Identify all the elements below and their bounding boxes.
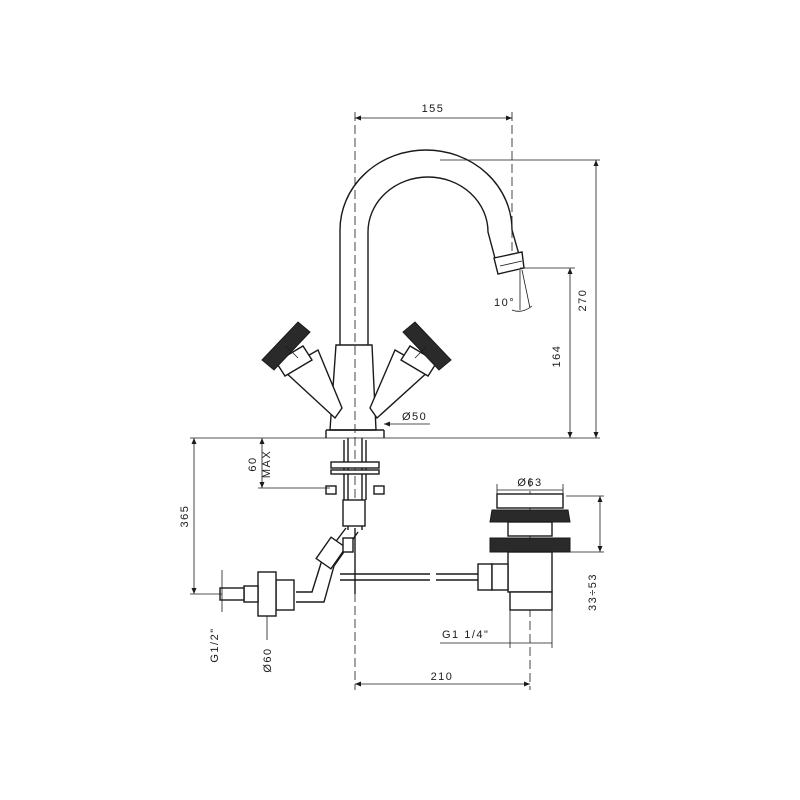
dim-spout-reach: 155 bbox=[422, 103, 445, 115]
dim-inlet-thread: G1/2" bbox=[209, 627, 221, 662]
dim-rosette-diameter: Ø60 bbox=[262, 647, 274, 672]
dim-angle: 10° bbox=[494, 297, 515, 309]
dim-waste-range: 33÷53 bbox=[587, 573, 599, 611]
dim-supply-length: 365 bbox=[179, 505, 191, 528]
dim-total-height: 270 bbox=[577, 289, 589, 312]
dim-waste-thread: G1 1/4" bbox=[442, 629, 489, 641]
dim-spout-height: 164 bbox=[551, 345, 563, 368]
dimension-labels: 155 270 164 10° Ø50 60 MAX Ø63 365 33÷53… bbox=[179, 103, 599, 683]
dim-deck-thickness-note: MAX bbox=[261, 450, 273, 478]
dim-drain-distance: 210 bbox=[431, 671, 454, 683]
faucet-body bbox=[261, 149, 525, 438]
dim-waste-diameter: Ø63 bbox=[517, 477, 542, 489]
popup-waste bbox=[489, 493, 571, 611]
dimension-lines bbox=[190, 117, 604, 685]
mounting-assembly bbox=[219, 438, 493, 617]
right-cross-handle bbox=[402, 321, 452, 371]
dim-base-diameter: Ø50 bbox=[402, 411, 427, 423]
left-cross-handle bbox=[261, 321, 311, 371]
dim-deck-thickness: 60 bbox=[247, 456, 259, 471]
dimension-arrows bbox=[191, 115, 603, 687]
